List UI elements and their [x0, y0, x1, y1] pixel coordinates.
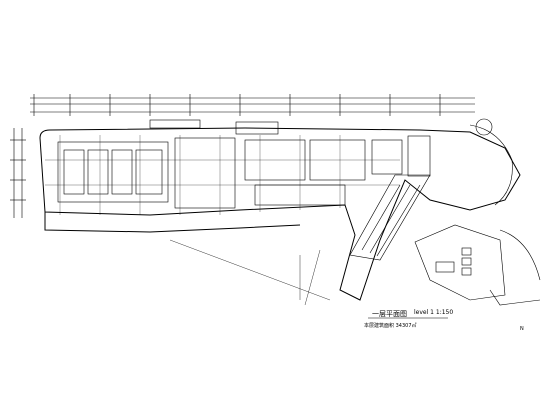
column-grid	[45, 135, 400, 215]
right-curved-wing	[469, 118, 513, 206]
north-label: N	[520, 326, 524, 332]
left-dimension-lines	[10, 128, 26, 218]
top-dimension-lines	[30, 94, 475, 116]
area-note: 本层建筑面积 34307㎡	[364, 323, 417, 329]
drawing-title: 一层平面图	[372, 310, 407, 318]
drawing-scale: level 1 1:150	[414, 309, 454, 316]
site-lines	[169, 239, 331, 306]
adjacent-building	[414, 224, 541, 306]
room-blocks	[57, 119, 431, 209]
building-outline	[39, 127, 521, 301]
diagonal-wing	[349, 174, 431, 261]
north-arrow-icon: N	[520, 326, 524, 332]
